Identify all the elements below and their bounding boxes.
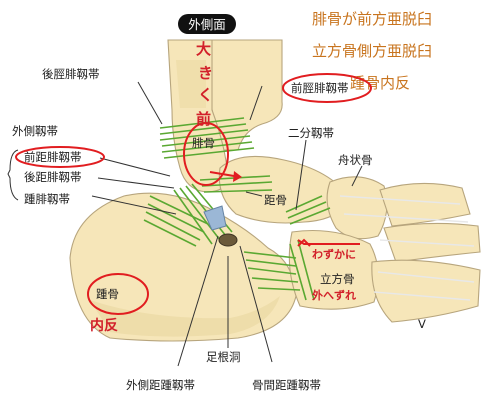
view-label-text: 外側面 — [188, 17, 226, 32]
leader-lines — [91, 81, 363, 367]
metatarsal-v-bone — [371, 259, 481, 323]
label-calcaneus: 踵骨 — [96, 287, 119, 301]
note-2: 立方骨側方亜脱臼 — [312, 42, 432, 60]
ligaments — [143, 117, 475, 301]
label-posterior-talofibular: 後距腓靱帯 — [24, 170, 82, 184]
view-label: 外側面 — [178, 14, 236, 34]
handwriting-fibula-forward: 大 き く 前 — [196, 40, 213, 128]
hand-char-2: き — [198, 64, 213, 82]
hand-char-3: く — [198, 86, 213, 104]
note-3: 踵骨内反 — [350, 74, 410, 92]
sinus-tarsi-opening — [218, 233, 238, 247]
label-lateral-talocalcaneal: 外側距踵靱帯 — [126, 378, 195, 392]
label-navicular: 舟状骨 — [338, 153, 373, 167]
circle-fibula — [183, 122, 229, 186]
label-metatarsal-v: V — [418, 317, 426, 331]
bones — [69, 39, 481, 342]
capsule-lines — [339, 195, 475, 301]
label-anterior-talofibular: 前距腓靱帯 — [24, 150, 82, 164]
red-annotations: 大 き く 前 わずかに 外へずれ 内反 — [15, 40, 372, 334]
hand-cuboid-line1: わずかに — [312, 247, 356, 261]
label-talus: 距骨 — [264, 193, 287, 207]
talus-joint-surface — [203, 205, 227, 231]
label-interosseous-talocalcaneal: 骨間距踵靱帯 — [252, 378, 321, 392]
label-cuboid: 立方骨 — [320, 272, 355, 286]
hand-cuboid-line2: 外へずれ — [311, 288, 356, 302]
note-1: 腓骨が前方亜脱臼 — [312, 10, 432, 28]
label-sinus-tarsi: 足根洞 — [206, 350, 241, 364]
notes: 腓骨が前方亜脱臼 立方骨側方亜脱臼 踵骨内反 — [312, 10, 432, 92]
cuneiform-bone — [379, 182, 471, 227]
hand-char-1: 大 — [196, 40, 211, 58]
bifurcate-ligament-fibers — [285, 195, 331, 225]
navicular-bone — [326, 176, 388, 240]
lateral-group-bracket — [7, 149, 19, 201]
label-anterior-tibiofibular: 前脛腓靱帯 — [291, 81, 349, 95]
hand-char-4: 前 — [196, 110, 211, 128]
label-fibula: 腓骨 — [192, 136, 215, 150]
circle-anterior-tibiofibular — [282, 73, 372, 103]
label-calcaneofibular: 踵腓靱帯 — [24, 192, 70, 206]
circle-calcaneus — [87, 273, 149, 315]
label-lateral-ligament-group: 外側靱帯 — [12, 124, 58, 138]
label-bifurcate: 二分靱帯 — [288, 126, 334, 140]
label-posterior-tibiofibular: 後脛腓靱帯 — [42, 67, 100, 81]
anatomy-labels: 後脛腓靱帯 前脛腓靱帯 外側靱帯 前距腓靱帯 後距腓靱帯 踵腓靱帯 二分靱帯 舟… — [12, 67, 426, 392]
cuboid-ligament-fibers — [243, 239, 315, 301]
hand-calcaneus-varus: 内反 — [90, 317, 118, 334]
circle-anterior-talofibular — [15, 146, 105, 168]
